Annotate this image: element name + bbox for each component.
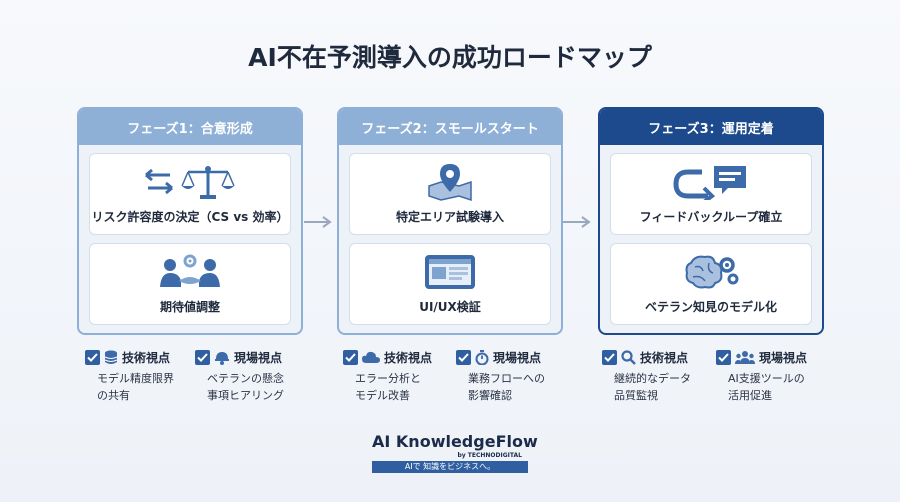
phase-3-tech-perspective: 技術視点 継続的なデータ品質監視	[602, 348, 712, 404]
handshake-gear-icon	[160, 254, 220, 287]
checkbox-checked-icon	[343, 349, 358, 365]
phase-1-field-perspective: 現場視点 ベテランの懸念事項ヒアリング	[195, 348, 305, 404]
perspective-desc: AI支援ツールの	[728, 372, 805, 385]
perspective-heading: 現場視点	[759, 350, 808, 365]
perspective-desc: 事項ヒアリング	[207, 389, 284, 402]
phase-3-field-perspective: 現場視点 AI支援ツールの活用促進	[716, 348, 826, 404]
magnifier-icon	[621, 349, 636, 365]
card-label: UI/UX検証	[419, 300, 481, 314]
stopwatch-icon	[475, 349, 489, 365]
perspective-desc: ベテランの懸念	[207, 372, 284, 385]
perspective-heading: 技術視点	[122, 350, 171, 365]
checkbox-checked-icon	[195, 349, 210, 365]
perspective-desc: の共有	[97, 389, 130, 402]
map-pin-icon	[428, 164, 472, 202]
card-uiux-validation: UI/UX検証	[349, 243, 551, 325]
feedback-loop-icon	[673, 166, 746, 200]
checkbox-checked-icon	[602, 349, 617, 365]
card-risk-tolerance: リスク許容度の決定（CS vs 効率）	[89, 153, 291, 235]
page-title: AI不在予測導入の成功ロードマップ	[248, 43, 652, 72]
arrow-right-icon	[304, 216, 332, 228]
perspective-desc: 継続的なデータ	[614, 372, 691, 385]
checkbox-checked-icon	[716, 349, 731, 365]
tablet-ui-icon	[425, 255, 475, 289]
card-label: ベテラン知見のモデル化	[644, 300, 777, 314]
perspective-heading: 現場視点	[493, 350, 542, 365]
card-veteran-knowledge: ベテラン知見のモデル化	[610, 243, 812, 325]
perspective-desc: 影響確認	[468, 389, 512, 402]
brain-gear-icon	[685, 255, 739, 289]
brand-name: AI KnowledgeFlow	[372, 432, 538, 451]
card-label: 期待値調整	[159, 300, 220, 314]
perspective-heading: 技術視点	[384, 350, 433, 365]
card-label: フィードバックループ確立	[639, 210, 783, 224]
brand-tagline: AIで 知識をビジネスへ。	[372, 461, 528, 473]
perspective-desc: 活用促進	[728, 389, 772, 402]
card-expectation-alignment: 期待値調整	[89, 243, 291, 325]
phase-1-panel: フェーズ1：合意形成 リスク許容度の決定（CS vs 効率）	[77, 107, 303, 335]
perspective-desc: 品質監視	[614, 389, 658, 402]
checkbox-checked-icon	[85, 349, 100, 365]
checkbox-checked-icon	[456, 349, 471, 365]
balance-scale-icon	[145, 166, 235, 199]
card-feedback-loop: フィードバックループ確立	[610, 153, 812, 235]
perspective-heading: 技術視点	[640, 350, 689, 365]
team-icon	[735, 351, 755, 364]
phase-2-tech-perspective: 技術視点 エラー分析とモデル改善	[343, 348, 453, 404]
phase-3-panel: フェーズ3：運用定着 フィードバックループ確立 ベテラン知見のモデル化	[598, 107, 824, 335]
database-icon	[104, 350, 118, 364]
phase-1-header: フェーズ1：合意形成	[79, 109, 301, 145]
perspective-desc: 業務フローへの	[468, 372, 545, 385]
phase-1-tech-perspective: 技術視点 モデル精度限界の共有	[85, 348, 195, 404]
phase-2-field-perspective: 現場視点 業務フローへの影響確認	[456, 348, 566, 404]
phase-3-header: フェーズ3：運用定着	[600, 109, 822, 145]
worker-helmet-icon	[215, 351, 229, 365]
cloud-icon	[362, 351, 380, 363]
card-label: リスク許容度の決定（CS vs 効率）	[91, 210, 289, 224]
brand-by: by TECHNODIGITAL	[457, 452, 523, 459]
card-label: 特定エリア試験導入	[395, 210, 504, 224]
brand-logo: AI KnowledgeFlow by TECHNODIGITAL AIで 知識…	[372, 432, 538, 473]
perspective-desc: モデル精度限界	[97, 372, 174, 385]
perspective-desc: モデル改善	[355, 389, 410, 402]
arrow-right-icon	[563, 216, 591, 228]
phase-2-header: フェーズ2：スモールスタート	[339, 109, 561, 145]
phase-2-panel: フェーズ2：スモールスタート 特定エリア試験導入 UI/UX検証	[337, 107, 563, 335]
perspective-desc: エラー分析と	[355, 372, 421, 385]
card-pilot-area: 特定エリア試験導入	[349, 153, 551, 235]
perspective-heading: 現場視点	[234, 350, 283, 365]
